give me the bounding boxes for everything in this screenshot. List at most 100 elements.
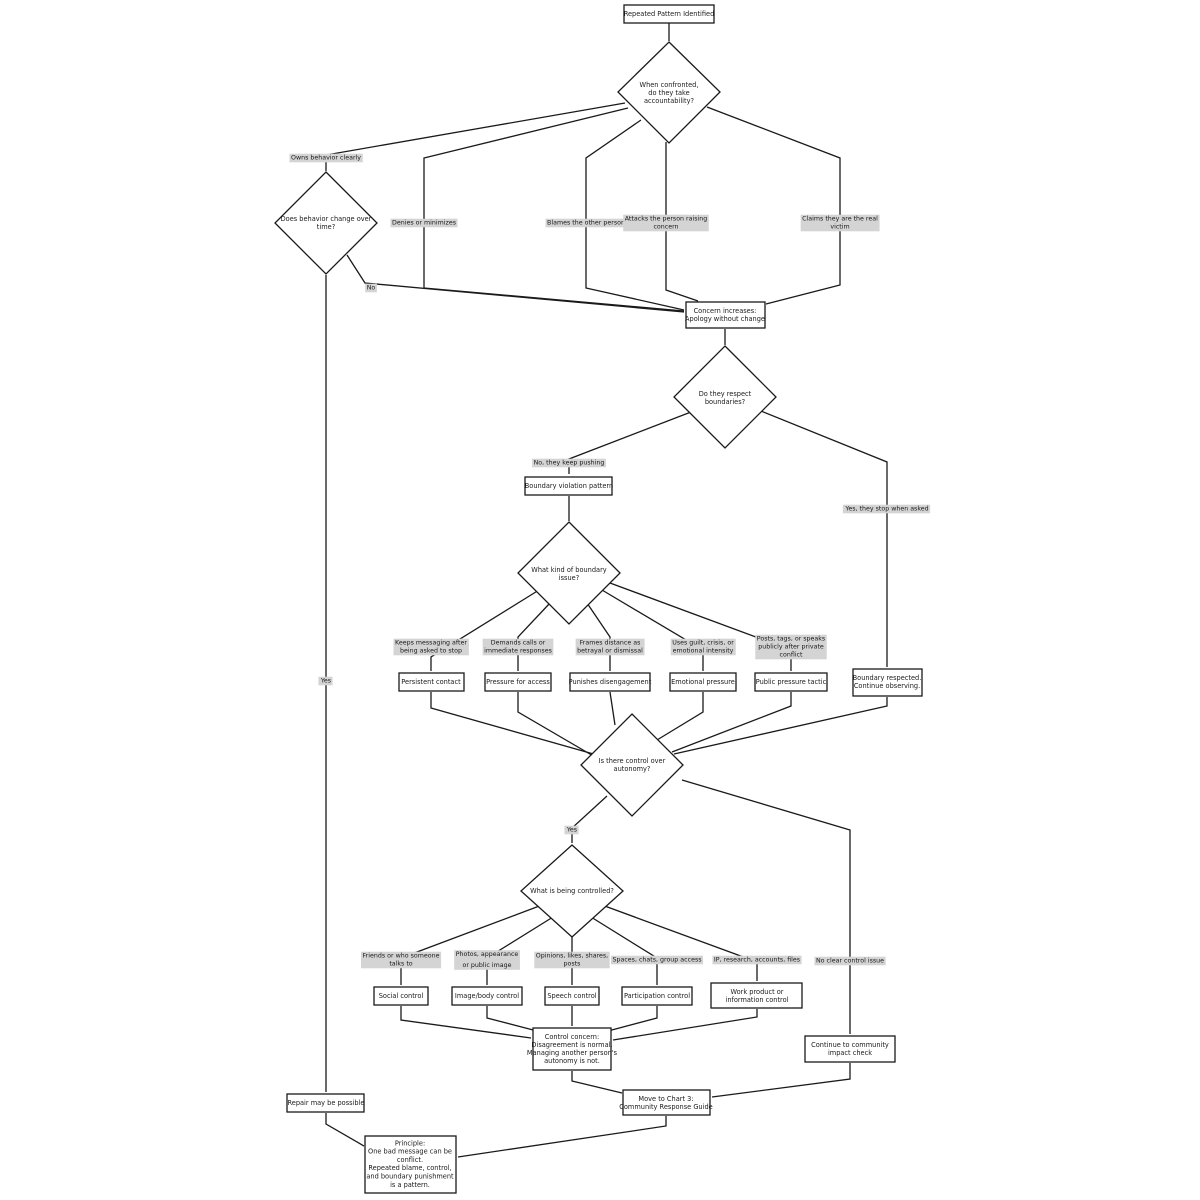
node-text-respect-line: Do they respect xyxy=(699,390,752,398)
edge-label-keep-pushing-bg xyxy=(532,458,606,468)
edge-community-to-chart3 xyxy=(711,1063,851,1098)
edge-label-victim-bg xyxy=(800,214,880,232)
node-start xyxy=(623,4,715,24)
node-text-accountability-line: When confronted, xyxy=(640,81,699,89)
node-text-control-concern: Control concern:Disagreement is normal.M… xyxy=(527,1033,618,1065)
node-text-persistent-line: Persistent contact xyxy=(401,678,461,686)
node-text-work-product-line: information control xyxy=(725,996,788,1004)
edge-label-stop-asked-line: Yes, they stop when asked xyxy=(844,506,928,513)
node-text-persistent: Persistent contact xyxy=(401,678,461,686)
node-text-concern: Concern increases:Apology without change xyxy=(685,307,765,323)
edge-accountability-victim xyxy=(706,106,841,305)
edge-label-no-bg xyxy=(365,283,377,293)
edge-respected-to-control xyxy=(673,697,888,755)
node-text-principle-line: Repeated blame, control, xyxy=(368,1164,451,1172)
edge-label-owns: Owns behavior clearly xyxy=(289,153,363,163)
node-text-respect-line: boundaries? xyxy=(705,398,746,406)
node-text-control-q-line: autonomy? xyxy=(614,765,651,773)
node-boundary-kind xyxy=(517,521,621,625)
node-persistent xyxy=(398,672,465,692)
edge-label-no-clear-line: No clear control issue xyxy=(816,958,884,965)
edge-label-blames: Blames the other person xyxy=(545,218,627,228)
node-respected xyxy=(852,668,923,697)
edge-label-yes-repair-bg xyxy=(318,676,333,686)
node-text-community-impact-line: impact check xyxy=(828,1049,872,1057)
node-text-chart3-line: Move to Chart 3: xyxy=(638,1095,693,1103)
edge-what-work xyxy=(601,904,758,981)
edge-label-victim-line: victim xyxy=(830,224,849,231)
node-text-boundary-kind-line: What kind of boundary xyxy=(531,566,606,574)
node-concern xyxy=(685,301,766,329)
node-text-control-concern-line: Managing another person's xyxy=(527,1049,618,1057)
node-text-chart3: Move to Chart 3:Community Response Guide xyxy=(619,1095,712,1111)
node-text-what-controlled-line: What is being controlled? xyxy=(530,887,614,895)
edge-label-friends-line: talks to xyxy=(389,961,412,968)
node-what-controlled xyxy=(520,844,624,938)
edge-control-no-clear xyxy=(681,779,851,1034)
edge-label-yes-control-bg xyxy=(564,825,579,835)
node-pressure-access xyxy=(484,672,552,692)
node-text-image-body-line: Image/body control xyxy=(455,992,519,1000)
edge-accountability-denies xyxy=(423,107,685,312)
edge-label-no-line: No xyxy=(367,285,376,292)
edge-label-attacks-line: Attacks the person raising xyxy=(625,216,708,223)
node-text-chart3-line: Community Response Guide xyxy=(619,1103,712,1111)
edge-label-owns-bg xyxy=(289,153,363,163)
edge-label-owns-line: Owns behavior clearly xyxy=(291,155,361,162)
node-text-repair: Repair may be possible xyxy=(287,1099,364,1107)
edge-label-attacks-bg xyxy=(623,214,709,232)
node-text-respected-line: Boundary respected. xyxy=(853,674,922,682)
edge-kind-punishes xyxy=(586,602,611,671)
node-community-impact xyxy=(804,1035,896,1063)
edge-label-photos-line: or public image xyxy=(462,962,511,969)
node-text-image-body: Image/body control xyxy=(455,992,519,1000)
edge-label-opinions-line: posts xyxy=(564,961,581,968)
edge-label-demands-calls-bg xyxy=(482,638,554,656)
node-text-principle-line: is a pattern. xyxy=(390,1181,430,1189)
edge-punishes-to-control xyxy=(609,691,616,726)
edge-label-denies-bg xyxy=(390,218,458,228)
node-text-speech: Speech control xyxy=(547,992,596,1000)
edge-label-posts-tags-line: publicly after private xyxy=(758,644,824,651)
node-text-community-impact-line: Continue to community xyxy=(811,1041,889,1049)
edge-label-frames-distance-line: Frames distance as xyxy=(580,640,641,647)
node-text-concern-line: Apology without change xyxy=(685,315,765,323)
edge-label-photos-bg xyxy=(454,950,520,970)
node-repair xyxy=(286,1093,365,1113)
node-text-public: Public pressure tactic xyxy=(756,678,827,686)
node-speech xyxy=(544,986,600,1006)
node-text-control-concern-line: Disagreement is normal. xyxy=(531,1041,612,1049)
node-text-social-line: Social control xyxy=(379,992,424,1000)
edge-persistent-to-control xyxy=(430,692,598,756)
node-text-principle-line: and boundary punishment xyxy=(366,1172,454,1180)
edge-label-uses-guilt-line: Uses guilt, crisis, or xyxy=(672,640,734,647)
edge-work-to-concern xyxy=(612,1009,758,1041)
edge-control-yes xyxy=(571,795,608,843)
edge-label-attacks-line: concern xyxy=(653,224,678,231)
node-text-respected-line: Continue observing. xyxy=(854,682,920,690)
edge-pressure-to-control xyxy=(517,692,596,758)
node-text-principle: Principle:One bad message can beconflict… xyxy=(366,1139,454,1189)
edge-label-ip-bg xyxy=(712,955,802,965)
node-text-punishes-line: Punishes disengagement xyxy=(569,678,652,686)
edge-label-posts-tags-bg xyxy=(755,634,827,660)
node-text-participation: Participation control xyxy=(624,992,690,1000)
node-text-repair-line: Repair may be possible xyxy=(287,1099,364,1107)
node-text-respected: Boundary respected.Continue observing. xyxy=(853,674,922,690)
edge-image-to-concern xyxy=(486,1006,538,1032)
node-text-work-product-line: Work product or xyxy=(731,988,784,996)
edge-label-victim-line: Claims they are the real xyxy=(802,216,878,223)
edge-label-blames-line: Blames the other person xyxy=(547,220,625,227)
node-social xyxy=(373,986,429,1006)
edge-respect-stop-asked xyxy=(760,410,888,667)
edge-kind-emotional xyxy=(601,589,704,671)
node-text-concern-line: Concern increases: xyxy=(694,307,757,315)
edge-label-friends-bg xyxy=(361,951,442,969)
edge-label-keeps-messaging-line: Keeps messaging after xyxy=(395,640,467,647)
